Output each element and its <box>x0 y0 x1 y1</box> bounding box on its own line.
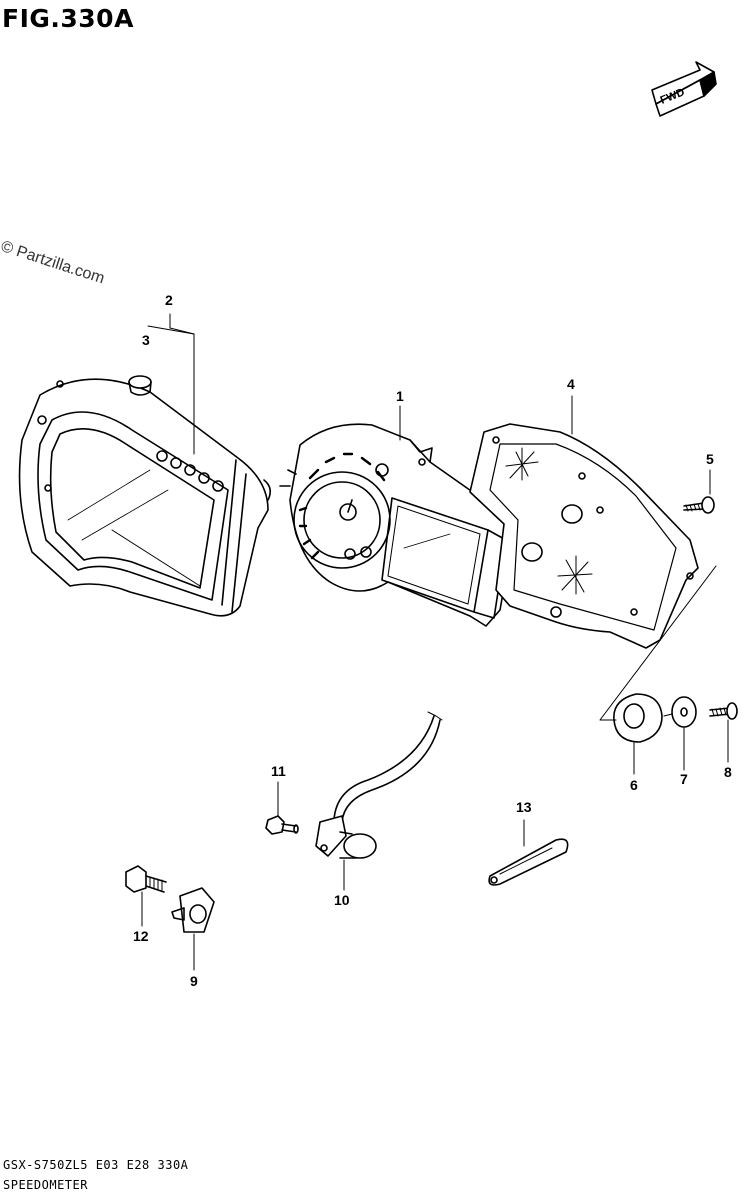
callout-12: 12 <box>133 928 149 944</box>
part-meter-case-lower <box>469 423 699 649</box>
part-speedometer-assembly <box>279 423 515 627</box>
part-bolt-11 <box>265 815 299 835</box>
part-washer-7 <box>671 696 697 728</box>
callout-5: 5 <box>706 451 714 467</box>
callout-1: 1 <box>396 388 404 404</box>
callout-6: 6 <box>630 777 638 793</box>
part-cushion-3 <box>128 375 152 396</box>
part-grommet-6 <box>613 693 663 743</box>
callout-4: 4 <box>567 376 575 392</box>
part-bolt-12 <box>125 865 167 893</box>
model-code: GSX-S750ZL5 E03 E28 330A <box>3 1158 189 1172</box>
caption: SPEEDOMETER <box>3 1178 88 1192</box>
callout-8: 8 <box>724 764 732 780</box>
callout-13: 13 <box>516 799 532 815</box>
part-bracket-9 <box>171 887 215 933</box>
callout-2: 2 <box>165 292 173 308</box>
part-screw-8 <box>709 702 738 720</box>
callout-7: 7 <box>680 771 688 787</box>
part-clamp-13 <box>488 838 569 886</box>
callout-9: 9 <box>190 973 198 989</box>
callout-11: 11 <box>271 763 286 779</box>
part-screw-5 <box>683 496 715 514</box>
part-meter-case <box>18 378 272 617</box>
callout-10: 10 <box>334 892 350 908</box>
figure-title: FIG.330A <box>2 4 134 33</box>
callout-3: 3 <box>142 332 150 348</box>
fwd-arrow-icon: FWD <box>651 61 717 117</box>
leader-lines <box>141 313 729 971</box>
part-speed-sensor <box>315 711 443 859</box>
